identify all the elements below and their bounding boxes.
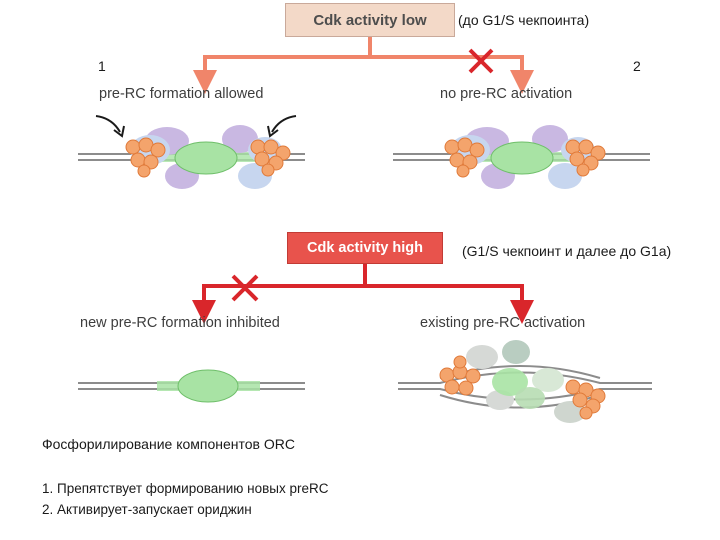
loading-arrow-left-icon <box>95 115 125 138</box>
dna-prerc-top-left <box>78 125 305 189</box>
bottom-block-x-icon <box>231 274 259 302</box>
bottom-left-label: new pre-RC formation inhibited <box>80 315 280 331</box>
loading-arrow-right-icon <box>267 115 297 138</box>
list-item: 1. Препятствует формированию новых preRC <box>42 481 329 496</box>
list-item: 2. Активирует-запускает ориджин <box>42 502 252 517</box>
top-right-label: no pre-RC activation <box>440 86 573 102</box>
top-block-x-icon <box>468 48 494 74</box>
dna-prerc-top-right <box>393 125 650 189</box>
dna-activation-bottom-right <box>398 340 652 423</box>
top-note: (до G1/S чекпоинта) <box>458 12 590 28</box>
effects-list: 1. Препятствует формированию новых preRC… <box>42 481 329 523</box>
dna-orc-bottom-left <box>78 369 305 403</box>
bottom-note: (G1/S чекпоинт и далее до G1a) <box>462 243 672 259</box>
label-number-1: 1 <box>98 58 106 74</box>
bottom-right-label: existing pre-RC activation <box>420 315 586 331</box>
cdk-activity-low-box: Cdk activity low <box>285 3 455 37</box>
cdk-activity-high-box: Cdk activity high <box>287 232 443 264</box>
label-number-2: 2 <box>633 58 641 74</box>
bottom-branch-arrows <box>192 264 534 324</box>
top-branch-arrows <box>193 37 534 94</box>
caption: Фосфорилирование компонентов ORC <box>42 436 295 452</box>
top-left-label: pre-RC formation allowed <box>99 86 264 102</box>
